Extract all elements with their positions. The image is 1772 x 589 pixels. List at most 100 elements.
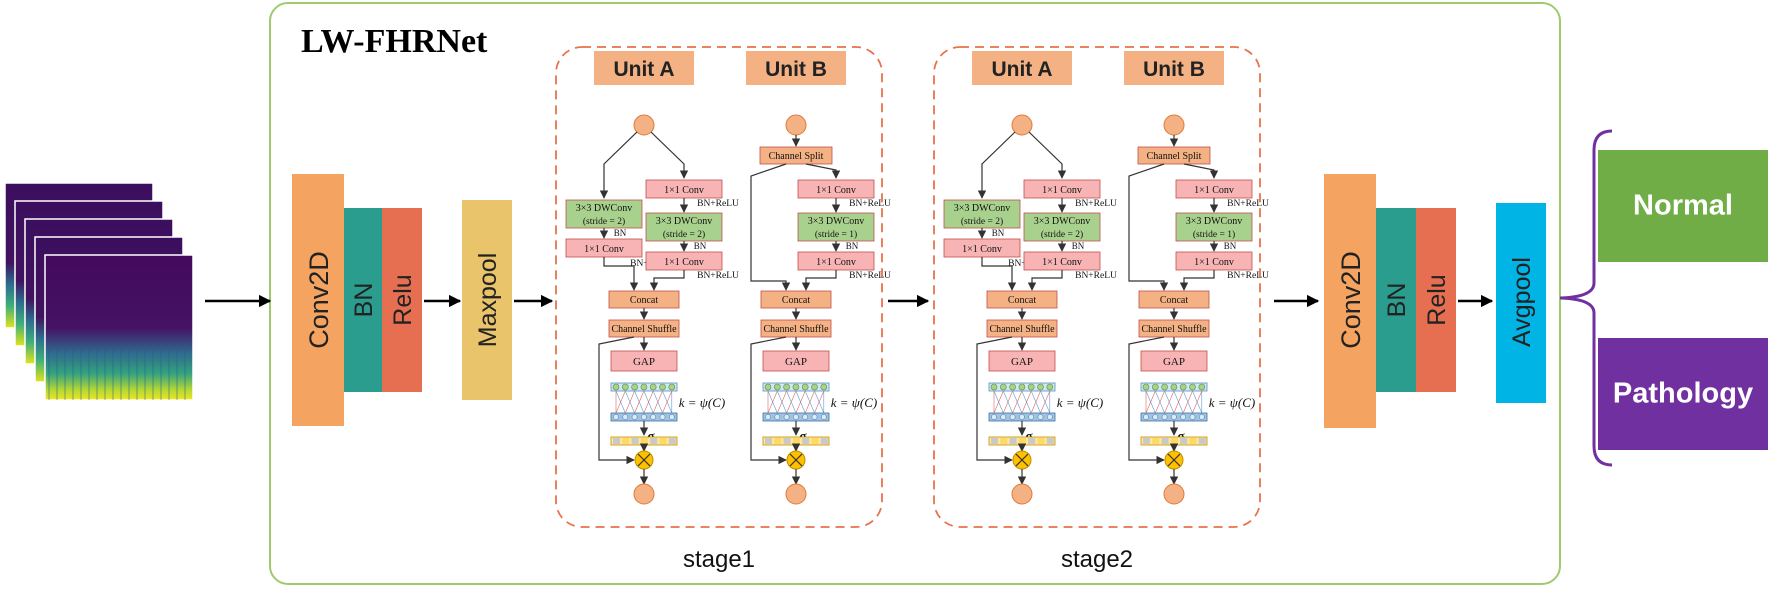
left-dwconv-stride: (stride = 2): [583, 216, 625, 227]
right-dwconv-stride: (stride = 2): [1041, 229, 1083, 240]
concat-label: Concat: [1008, 295, 1037, 306]
left-dwconv-label: 3×3 DWConv: [576, 203, 632, 214]
vector-node: [668, 383, 676, 391]
vector-node: [774, 414, 781, 420]
concat-label: Concat: [630, 295, 659, 306]
vector-node: [1142, 383, 1150, 391]
unit-a-title-box: [972, 51, 1072, 85]
spectrogram-layer: [44, 254, 194, 401]
unit-b-title-box: [746, 51, 846, 85]
eca-link: [615, 390, 626, 414]
conv2-label: 1×1 Conv: [816, 257, 856, 268]
dwconv-box: [797, 212, 875, 242]
attention-cell: [774, 438, 782, 444]
right-branch-line: [650, 131, 689, 179]
eca-link: [1021, 390, 1032, 414]
vector-node: [1000, 414, 1007, 420]
vector-node: [990, 383, 998, 391]
channel-split-box: [1137, 146, 1211, 165]
bnrelu1-label: BN+ReLU: [1227, 199, 1269, 209]
attention-cell: [802, 438, 810, 444]
input-node: [1163, 114, 1185, 136]
attention-cell: [991, 438, 998, 444]
head-conv2d-block: [1324, 174, 1376, 428]
left-bn-label: BN: [614, 228, 627, 238]
attention-cell: [820, 438, 828, 444]
bnrelu1-label: BN+ReLU: [849, 199, 891, 209]
gap-label: GAP: [785, 356, 807, 368]
bnrelu2-label: BN+ReLU: [1227, 271, 1269, 281]
sigma-label: σ: [1177, 428, 1184, 443]
head-bn-label: BN: [1383, 283, 1411, 318]
residual-line: [976, 336, 1013, 465]
attention-cell: [1161, 438, 1169, 444]
input-spectrogram-stack: [4, 182, 194, 401]
right-bnrelu2-label: BN+ReLU: [697, 271, 739, 281]
vector-node: [659, 414, 666, 420]
attention-cell: [668, 438, 676, 444]
vector-node: [1009, 414, 1016, 420]
attention-cell: [1000, 438, 1008, 444]
network-frame: [269, 2, 1561, 585]
bnrelu2-label: BN+ReLU: [849, 271, 891, 281]
right-branch-line: [1183, 163, 1219, 179]
unit-a-title: Unit A: [613, 58, 674, 81]
concat-label: Concat: [782, 295, 811, 306]
identity-line: [1128, 163, 1169, 291]
stage-label: stage2: [1061, 546, 1133, 573]
attention-cell: [783, 438, 791, 444]
vector-node: [773, 383, 781, 391]
unit-a-title: Unit A: [991, 58, 1052, 81]
multiply-cross: [789, 453, 803, 467]
multiply-cross: [1015, 453, 1029, 467]
maxpool-label: Maxpool: [474, 253, 502, 348]
left-dwconv-label: 3×3 DWConv: [954, 203, 1010, 214]
attention-cell: [622, 438, 630, 444]
vector-node: [783, 383, 790, 391]
sigma-label: σ: [647, 428, 654, 443]
concat-label: Concat: [1160, 295, 1189, 306]
vector-node: [613, 414, 619, 420]
unit-a-title-box: [594, 51, 694, 85]
output-normal-box: [1598, 150, 1768, 262]
eca-link: [804, 390, 815, 414]
stem-conv2d-label: Conv2D: [304, 251, 334, 349]
vector-node: [820, 414, 827, 420]
left-branch-line: [977, 131, 1016, 199]
bn-label: BN: [846, 241, 859, 251]
vector-node: [1198, 383, 1206, 391]
eca-link: [1040, 390, 1051, 414]
eca-link: [786, 390, 797, 414]
attention-cell: [631, 438, 639, 444]
attention-cell: [1198, 438, 1206, 444]
attention-cell: [811, 438, 819, 444]
stem-block: Conv2D BN Relu: [292, 174, 422, 426]
stem-relu-label: Relu: [389, 274, 417, 325]
attention-cell: [1037, 438, 1045, 444]
eca-link: [643, 390, 654, 414]
channel-shuffle-label: Channel Shuffle: [611, 324, 677, 335]
vector-node: [991, 414, 997, 420]
left-dwconv-box: [565, 199, 643, 229]
attention-cell: [613, 438, 620, 444]
to-concat-line: [801, 270, 837, 291]
conv1-label: 1×1 Conv: [816, 185, 856, 196]
vector-node: [1161, 383, 1168, 391]
gap-label: GAP: [633, 356, 655, 368]
vector-node: [820, 383, 828, 391]
vector-node: [765, 414, 771, 420]
left-conv-label: 1×1 Conv: [962, 244, 1002, 255]
output-node: [633, 483, 655, 505]
eca-link: [625, 390, 635, 414]
bn-label: BN: [1224, 241, 1237, 251]
vector-node: [622, 414, 629, 420]
unit-b-title: Unit B: [765, 58, 827, 81]
stem-bn-block: [344, 208, 382, 392]
vector-node: [1046, 414, 1053, 420]
right-to-concat-line: [649, 270, 685, 291]
vector-node: [1018, 383, 1026, 391]
head-block: Conv2D BN Relu: [1324, 174, 1456, 428]
right-dwconv-label: 3×3 DWConv: [656, 216, 712, 227]
right-dwconv-box: [645, 212, 723, 242]
vector-node: [802, 414, 809, 420]
